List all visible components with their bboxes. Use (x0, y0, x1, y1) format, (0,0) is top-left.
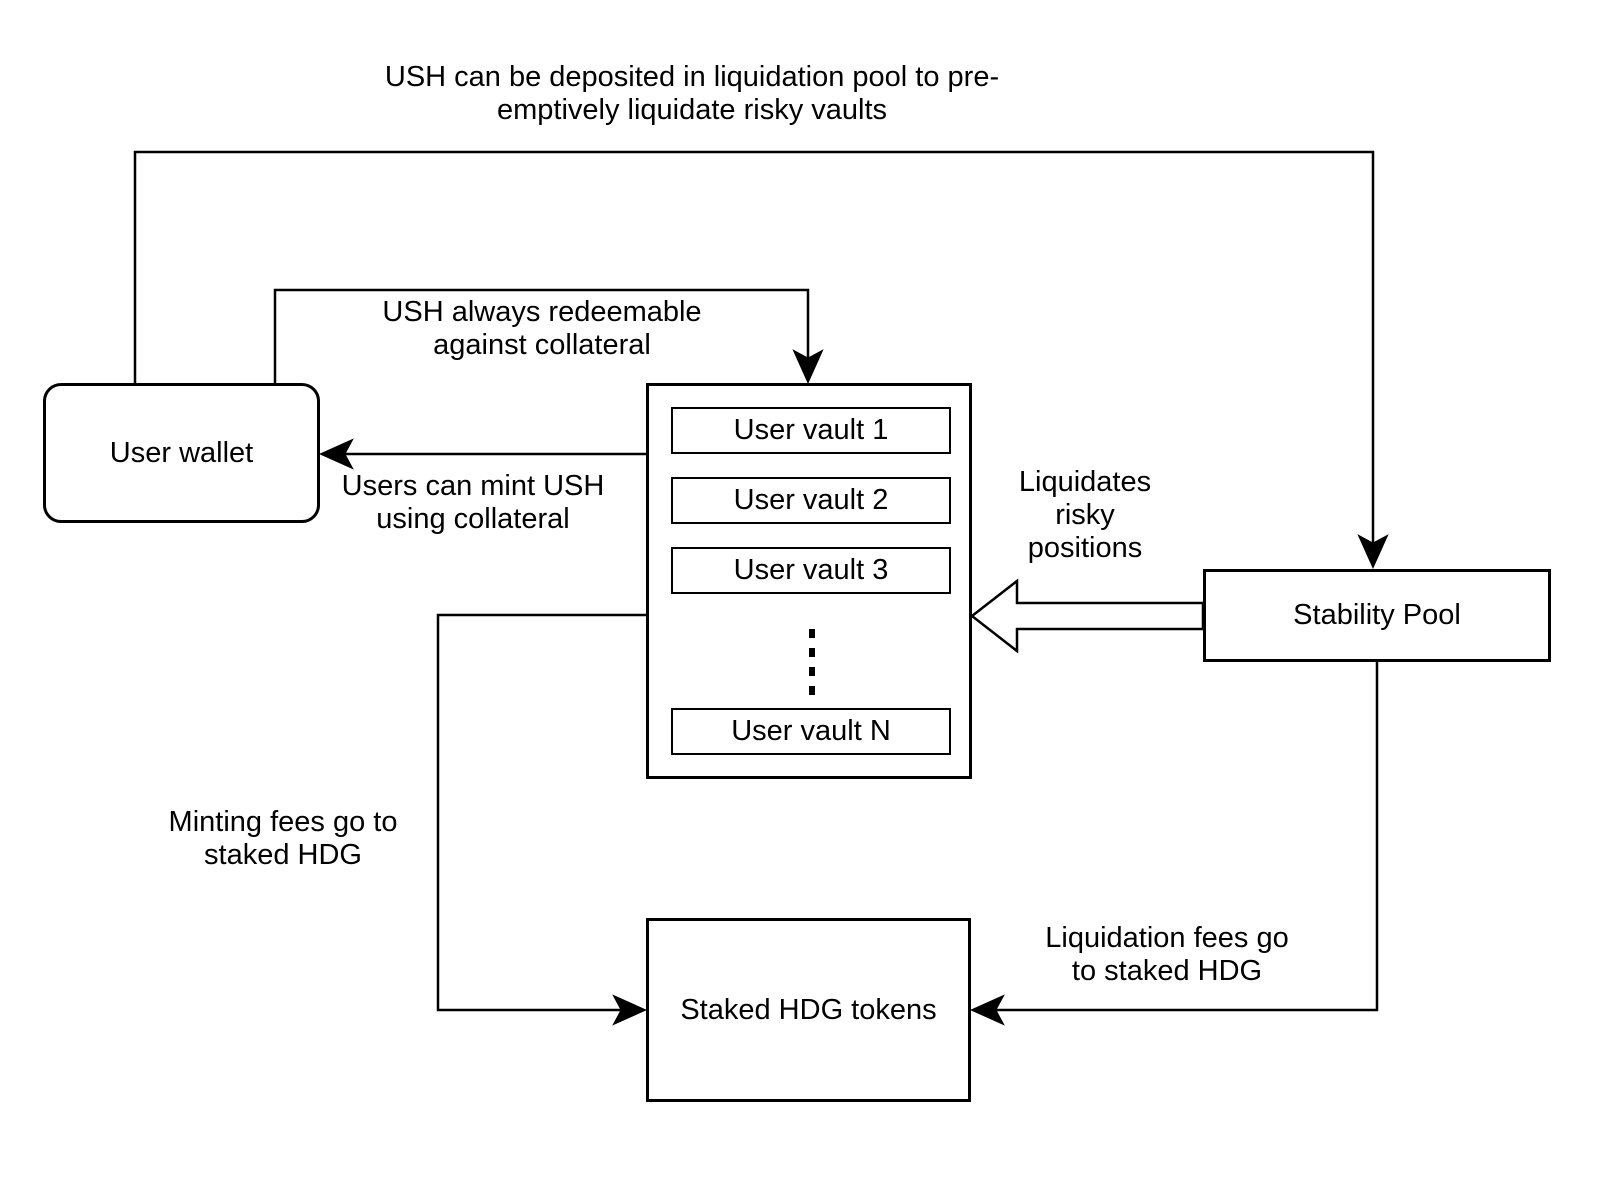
label-minting-fees: Minting fees go to staked HDG (168, 806, 398, 871)
edge-mint-arrowhead-left (318, 438, 354, 470)
node-staked-hdg: Staked HDG tokens (646, 918, 971, 1102)
edge-liquidation-fees-arrowhead-left (969, 994, 1005, 1026)
node-user-vault-n-label: User vault N (731, 715, 891, 747)
node-vault-container: User vault 1 User vault 2 User vault 3 U… (646, 383, 972, 779)
vault-ellipsis-dot (809, 686, 815, 695)
node-user-vault-2: User vault 2 (671, 477, 951, 524)
vault-ellipsis (809, 629, 815, 695)
label-deposit-liquidation: USH can be deposited in liquidation pool… (384, 61, 1000, 126)
vault-ellipsis-dot (809, 648, 815, 657)
vault-ellipsis-dot (809, 629, 815, 638)
node-user-vault-n: User vault N (671, 708, 951, 755)
liquidates-block-arrow (969, 578, 1205, 654)
vault-ellipsis-dot (809, 667, 815, 676)
edge-liquidation-fees-path (995, 662, 1379, 1012)
label-liquidation-fees: Liquidation fees go to staked HDG (1045, 922, 1289, 987)
edge-minting-fees-path (436, 613, 646, 1012)
node-user-vault-2-label: User vault 2 (733, 484, 889, 516)
edge-deposit-arrowhead-down (1357, 534, 1389, 570)
node-user-wallet: User wallet (43, 383, 320, 523)
node-stability-pool-label: Stability Pool (1293, 599, 1461, 631)
label-mint: Users can mint USH using collateral (341, 470, 605, 535)
node-user-wallet-label: User wallet (109, 436, 254, 469)
label-liquidates: Liquidates risky positions (1018, 466, 1152, 564)
edge-deposit-path (133, 150, 1375, 546)
label-redeemable: USH always redeemable against collateral (382, 296, 702, 361)
edge-redeem-arrowhead-down (792, 349, 824, 385)
node-user-vault-1: User vault 1 (671, 407, 951, 454)
node-user-vault-3: User vault 3 (671, 547, 951, 594)
node-user-vault-1-label: User vault 1 (733, 414, 889, 446)
node-staked-hdg-label: Staked HDG tokens (680, 993, 937, 1026)
edge-redeem-path (273, 288, 810, 383)
node-stability-pool: Stability Pool (1203, 569, 1551, 662)
edge-minting-fees-arrowhead-right (612, 994, 648, 1026)
node-user-vault-3-label: User vault 3 (733, 554, 889, 586)
